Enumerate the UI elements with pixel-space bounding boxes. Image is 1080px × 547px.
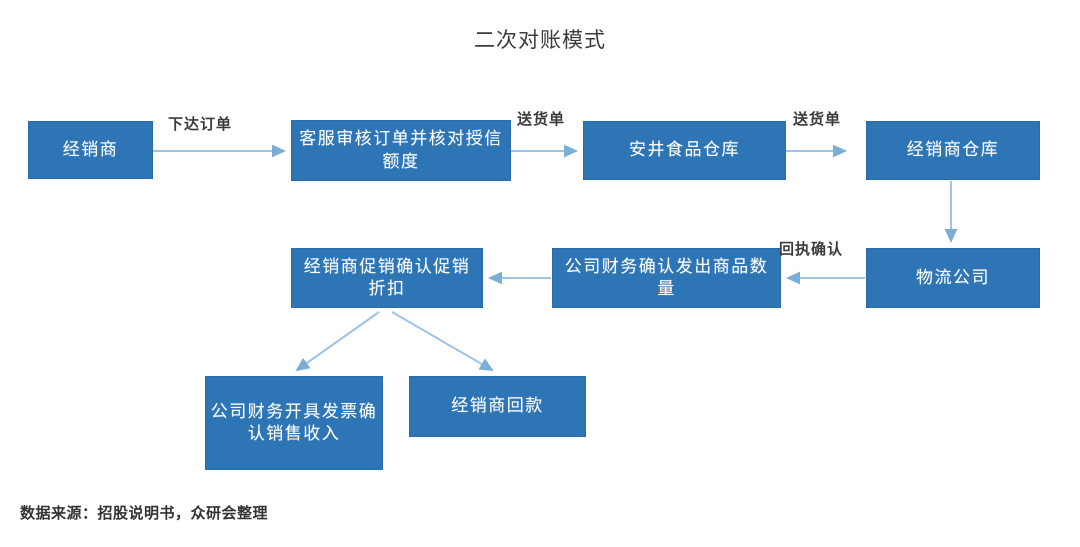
node-label: 安井食品仓库 [629,140,740,160]
node-label: 物流公司 [916,267,990,287]
edge-label-order-placed: 下达订单 [168,117,233,133]
node-finance-confirm-qty[interactable]: 公司财务确认发出商品数量 [552,248,781,308]
node-label: 公司财务确认发出商品数量 [564,256,769,298]
node-label: 经销商 [62,139,119,159]
arrow-promo-to-payment [391,311,494,372]
node-label: 经销商仓库 [906,140,1000,160]
node-distributor-payment[interactable]: 经销商回款 [409,376,586,437]
node-label: 公司财务开具发票确认销售收入 [210,401,378,443]
node-anjoy-warehouse[interactable]: 安井食品仓库 [583,121,786,180]
node-promo-discount[interactable]: 经销商促销确认促销折扣 [291,248,483,308]
arrow-promo-to-invoice [295,311,380,372]
node-distributor[interactable]: 经销商 [28,121,153,179]
edge-label-receipt-confirm: 回执确认 [779,242,844,258]
node-credit-check[interactable]: 客服审核订单并核对授信额度 [291,120,511,181]
node-distributor-warehouse[interactable]: 经销商仓库 [866,121,1040,180]
page-title: 二次对账模式 [474,29,606,52]
edge-label-delivery-note-1: 送货单 [517,112,566,128]
source-note: 数据来源：招股说明书，众研会整理 [20,505,269,522]
node-label: 经销商促销确认促销折扣 [303,256,471,298]
edge-label-delivery-note-2: 送货单 [793,112,842,128]
node-invoice-revenue[interactable]: 公司财务开具发票确认销售收入 [205,376,383,470]
node-label: 经销商回款 [451,396,544,416]
node-label: 客服审核订单并核对授信额度 [299,129,503,171]
node-logistics-company[interactable]: 物流公司 [866,248,1040,308]
